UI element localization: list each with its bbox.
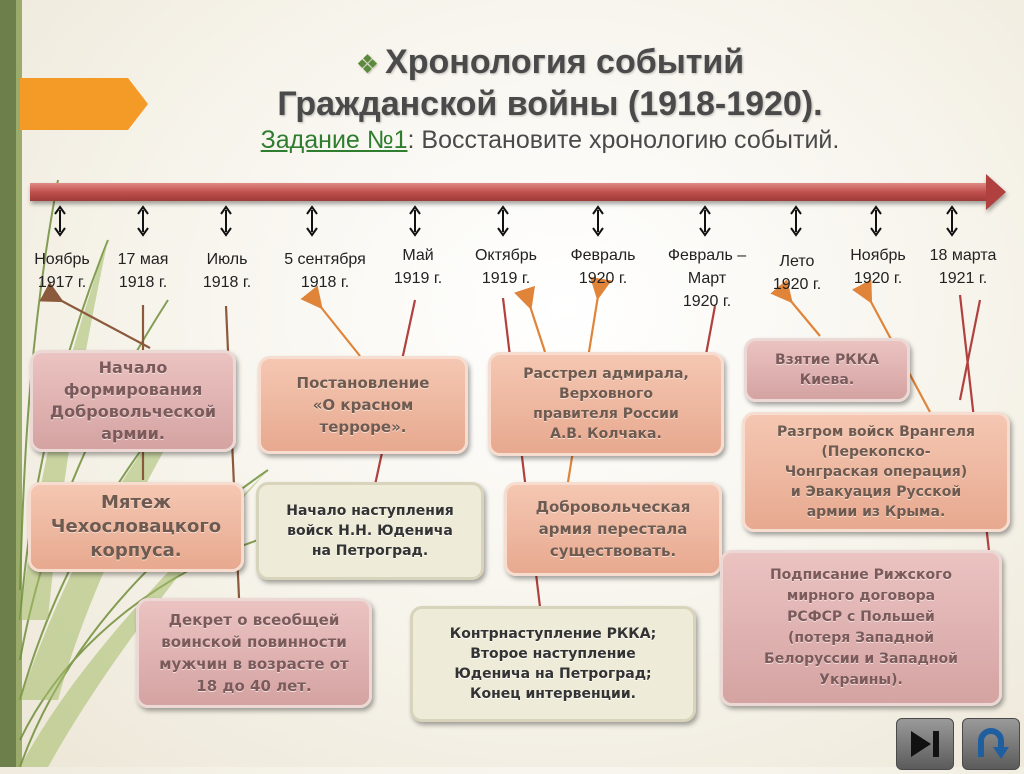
return-button[interactable] bbox=[962, 718, 1020, 770]
left-accent-bar bbox=[0, 0, 16, 767]
task-text: : Восстановите хронологию событий. bbox=[407, 126, 840, 154]
return-arrow-icon bbox=[978, 728, 1009, 759]
next-slide-button[interactable] bbox=[896, 718, 954, 770]
timeline-tick bbox=[306, 205, 318, 237]
skip-forward-icon bbox=[911, 731, 939, 757]
timeline-ticks bbox=[54, 205, 958, 237]
title-line-2: Гражданской войны (1918-1920). bbox=[277, 85, 823, 123]
diamond-bullet-icon: ❖ bbox=[355, 49, 380, 79]
timeline-tick bbox=[409, 205, 421, 237]
event-card-wrangel-defeat[interactable]: Разгром войск Врангеля(Перекопско-Чонгра… bbox=[742, 412, 1010, 532]
timeline-tick bbox=[137, 205, 149, 237]
timeline-tick bbox=[497, 205, 509, 237]
orange-tab-shape bbox=[20, 78, 148, 130]
left-accent-stripe bbox=[16, 0, 22, 767]
timeline-tick bbox=[790, 205, 802, 237]
timeline-arrow bbox=[30, 174, 1006, 210]
event-card-counteroffensive[interactable]: Контрнаступление РККА;Второе наступление… bbox=[410, 606, 696, 722]
timeline-tick bbox=[54, 205, 66, 237]
timeline-tick bbox=[220, 205, 232, 237]
task-link[interactable]: Задание №1 bbox=[260, 126, 408, 154]
timeline-tick bbox=[699, 205, 711, 237]
timeline-tick bbox=[870, 205, 882, 237]
slide-title: ❖Хронология событий Гражданской войны (1… bbox=[160, 42, 940, 124]
timeline-tick bbox=[946, 205, 958, 237]
title-line-1: Хронология событий bbox=[385, 43, 745, 81]
slide-subtitle: Задание №1: Восстановите хронологию собы… bbox=[160, 126, 940, 155]
timeline-tick bbox=[592, 205, 604, 237]
